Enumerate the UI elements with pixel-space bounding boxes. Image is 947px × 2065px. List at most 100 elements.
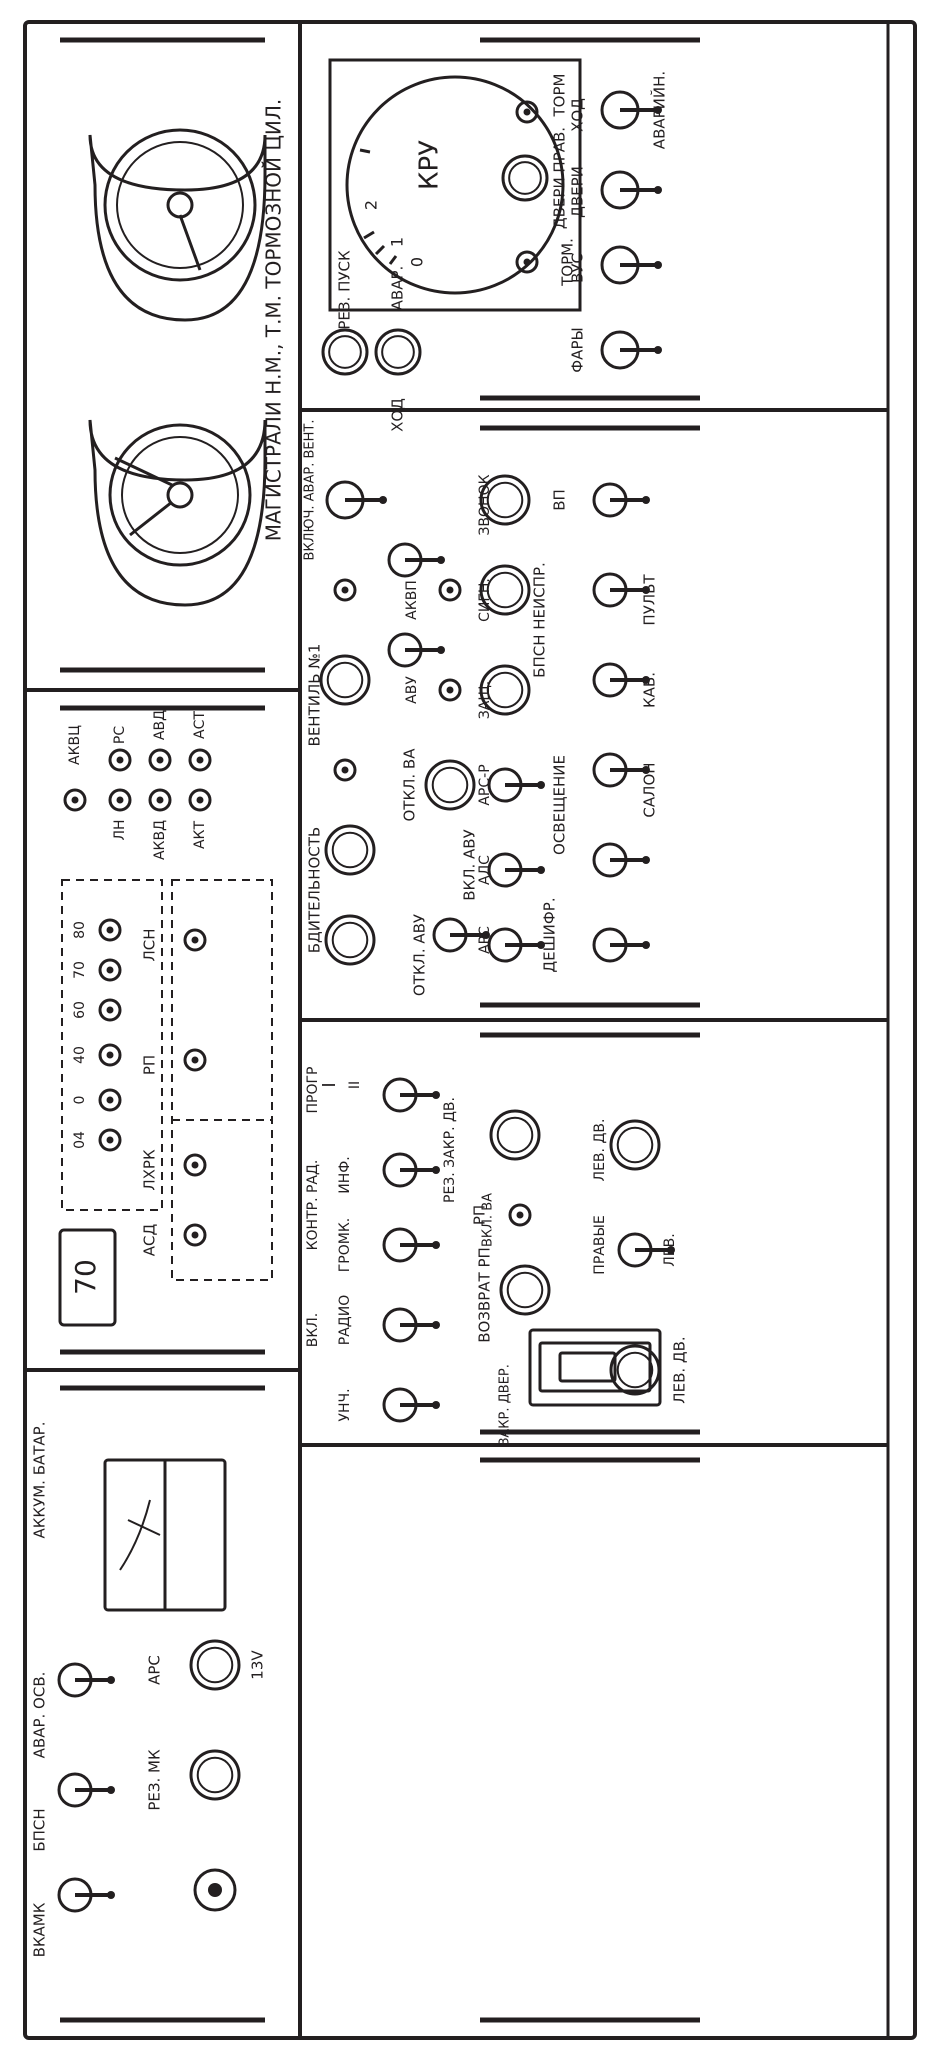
zvonok-button[interactable] <box>479 474 531 526</box>
avu-toggle-1[interactable] <box>387 542 445 578</box>
inf-toggle[interactable] <box>382 1152 440 1188</box>
otkl-va-label: ОТКЛ. ВА <box>401 748 419 822</box>
bpsn-toggle[interactable] <box>57 1772 115 1808</box>
rez-mk-lamp <box>193 1868 237 1912</box>
rp-label-lower: РП <box>471 1205 489 1225</box>
ars-r-toggle[interactable] <box>487 767 545 803</box>
hod-label-2: ХОД <box>569 98 587 132</box>
kru-tick-0: 0 <box>408 257 427 267</box>
zvonok-label: ЗВОНОК <box>477 474 493 535</box>
rez-zakr-dv-button[interactable] <box>489 1109 541 1161</box>
radio-toggle[interactable] <box>382 1307 440 1343</box>
bpsn-label: БПСН <box>31 1808 49 1851</box>
rs-label: РС <box>112 726 128 744</box>
osveshchenie-label: ОСВЕЩЕНИЕ <box>551 755 569 855</box>
speed-lamp-2 <box>98 1043 122 1067</box>
vkamk-toggle[interactable] <box>57 1877 115 1913</box>
bditelnost-button-2[interactable] <box>324 914 376 966</box>
vkl-label: ВКЛ. <box>305 1313 321 1348</box>
deshifr-label: ДЕШИФР. <box>541 897 559 972</box>
ars-label-mid: АРС <box>477 926 493 954</box>
lamp-lsn <box>183 928 207 952</box>
deshifr-toggle[interactable] <box>592 927 650 963</box>
lev-dv-button-2[interactable] <box>609 1344 661 1396</box>
kab-label: КАБ. <box>641 672 659 708</box>
gromk-toggle[interactable] <box>382 1227 440 1263</box>
rp-label: РП <box>141 1055 159 1075</box>
avu-lamp <box>438 678 462 702</box>
akkum-label: АККУМ. БАТАР. <box>31 1422 49 1539</box>
speed-0: 0 <box>72 1096 88 1105</box>
speed-04: 04 <box>72 1131 88 1149</box>
torm-label-1: ТОРМ. <box>559 238 577 287</box>
dveri-prav-label: ДВЕРИ ПРАВ. <box>551 127 569 229</box>
speed-70: 70 <box>72 961 88 979</box>
otkl-avu-label: ОТКЛ. АВУ <box>411 914 429 996</box>
lev-toggle[interactable] <box>617 1232 675 1268</box>
avar-button[interactable] <box>374 328 422 376</box>
panel-strips <box>60 37 700 2023</box>
lev-dv-label-2: ЛЕВ. ДВ. <box>592 1119 608 1182</box>
vp-toggle[interactable] <box>592 482 650 518</box>
torm-lamp-1 <box>515 250 539 274</box>
avd-label: АВД <box>152 710 168 740</box>
vozvrat-rp-label: ВОЗВРАТ РП <box>476 1247 494 1343</box>
unch-toggle[interactable] <box>382 1387 440 1423</box>
dveri-prav-button[interactable] <box>501 154 549 202</box>
sign-button[interactable] <box>479 564 531 616</box>
lamp-asd <box>183 1223 207 1247</box>
vkl-va-button[interactable] <box>499 1264 551 1316</box>
dveri-label: ДВЕРИ <box>569 166 587 218</box>
ars-toggle[interactable] <box>487 927 545 963</box>
bditelnost-button[interactable] <box>324 824 376 876</box>
rp-lamp <box>508 1203 532 1227</box>
lamp-akvd <box>148 788 172 812</box>
salon-label: САЛОН <box>641 762 659 817</box>
vkl-avu-toggle[interactable] <box>432 917 490 953</box>
lev-dv-button[interactable] <box>609 1119 661 1171</box>
osv-toggle[interactable] <box>592 842 650 878</box>
dveri-toggle[interactable] <box>600 170 662 210</box>
vus-toggle[interactable] <box>600 245 662 285</box>
vp-label: ВП <box>551 489 569 511</box>
lsn-label: ЛСН <box>141 928 159 961</box>
ars-r-label: АРС-Р <box>477 764 493 805</box>
aqvc-label: АКВЦ <box>67 725 83 765</box>
rez-pusk-button[interactable] <box>321 328 369 376</box>
rez-mk-button[interactable] <box>189 1749 241 1801</box>
avariyn-label: АВАРИЙН. <box>650 71 669 149</box>
zashch-button[interactable] <box>479 664 531 716</box>
vkl-avar-vent-toggle[interactable] <box>325 480 387 520</box>
akvp-lamp <box>438 578 462 602</box>
kab-toggle[interactable] <box>592 662 650 698</box>
speed-lamp-5 <box>98 918 122 942</box>
lamp-akvc <box>63 788 87 812</box>
progr-toggle[interactable] <box>382 1077 440 1113</box>
lamp-lhrk <box>183 1153 207 1177</box>
akvp-label: АКВП <box>404 580 420 620</box>
otkl-va-button[interactable] <box>424 759 476 811</box>
roman-1: I <box>319 1082 340 1087</box>
avar-osv-toggle[interactable] <box>57 1662 115 1698</box>
pressure-gauge-2 <box>88 128 267 322</box>
vkl-va-label: ВКЛ. ВА <box>481 1193 496 1247</box>
kru-dial <box>345 75 565 295</box>
zakr-dver-label: ЗАКР. ДВЕР. <box>498 1364 513 1446</box>
pressure-gauge-1 <box>88 419 267 607</box>
ventil-button[interactable] <box>319 654 371 706</box>
akvp-toggle[interactable] <box>387 632 445 668</box>
pravye-label: ПРАВЫЕ <box>592 1215 608 1274</box>
fary-label: ФАРЫ <box>569 327 587 372</box>
gromk-label: ГРОМК. <box>337 1218 353 1272</box>
magistrali-label: МАГИСТРАЛИ Н.М., Т.М. ТОРМОЗНОЙ ЦИЛ. <box>262 99 286 541</box>
progr-label: ПРОГР <box>305 1067 321 1114</box>
fary-toggle[interactable] <box>600 330 662 370</box>
akvd-label: АКВД <box>152 820 168 860</box>
ars-button[interactable] <box>189 1639 241 1691</box>
akt-label: АКТ <box>192 821 208 850</box>
hod-toggle[interactable] <box>600 90 662 130</box>
als-toggle[interactable] <box>487 852 545 888</box>
pult-toggle[interactable] <box>592 572 650 608</box>
salon-toggle[interactable] <box>592 752 650 788</box>
inf-label: ИНФ. <box>337 1156 353 1194</box>
